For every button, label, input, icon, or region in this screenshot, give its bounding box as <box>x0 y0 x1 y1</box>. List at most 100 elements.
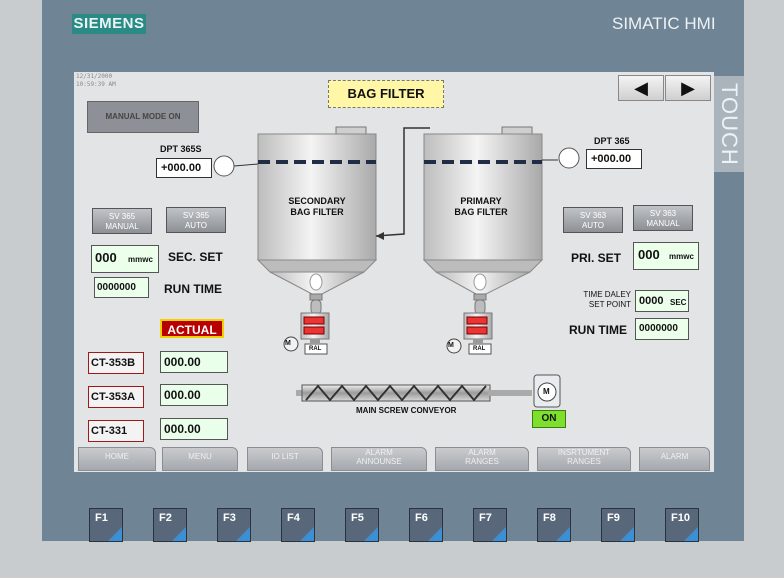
ct-331-value: 000.00 <box>160 418 228 440</box>
alarm-ranges-button[interactable]: ALARM RANGES <box>435 447 529 471</box>
dpt-365-value: +000.00 <box>586 149 642 169</box>
sv-363-auto-line2: AUTO <box>581 221 605 230</box>
date-text: 12/31/2000 <box>76 73 113 80</box>
f10-key-label: F10 <box>671 512 690 524</box>
time-delay-value: 0000 <box>639 295 664 307</box>
sv-365-auto-line2: AUTO <box>184 221 208 230</box>
primary-filter-label-line2: BAG FILTER <box>454 207 508 217</box>
secondary-filter-label-line2: BAG FILTER <box>290 207 344 217</box>
f4-key[interactable]: F4 <box>281 508 315 542</box>
dpt-365s-value: +000.00 <box>156 158 212 178</box>
conveyor-motor-icon <box>537 382 557 402</box>
pri-set-input[interactable]: 000 mmwc <box>633 242 699 270</box>
ct-353a-label: CT-353A <box>88 386 144 408</box>
sec-set-value: 000 <box>95 250 117 265</box>
home-button[interactable]: HOME <box>78 447 156 471</box>
pri-set-unit: mmwc <box>669 252 694 261</box>
pri-run-time-label: RUN TIME <box>569 323 627 337</box>
f6-key[interactable]: F6 <box>409 508 443 542</box>
menu-button-label: MENU <box>188 452 212 461</box>
pri-set-value: 000 <box>638 247 660 262</box>
alarm-ranges-line1: ALARM <box>468 448 496 457</box>
conveyor-motor-label: M <box>543 387 550 396</box>
f9-key-label: F9 <box>607 512 620 524</box>
io-list-button[interactable]: IO LIST <box>247 447 323 471</box>
f3-key-label: F3 <box>223 512 236 524</box>
time-delay-label-line1: TIME DALEY <box>583 290 631 299</box>
alarm-button-label: ALARM <box>660 452 689 461</box>
sv-363-auto-line1: SV 363 <box>579 211 607 220</box>
ct-331-label: CT-331 <box>88 420 144 442</box>
sv-365-manual-line2: MANUAL <box>105 222 139 231</box>
f10-key[interactable]: F10 <box>665 508 699 542</box>
f1-key[interactable]: F1 <box>89 508 123 542</box>
prev-screen-button[interactable]: ◀ <box>618 75 664 101</box>
f3-key[interactable]: F3 <box>217 508 251 542</box>
time-delay-input[interactable]: 0000 SEC <box>635 290 689 312</box>
primary-valve-motor-icon <box>446 338 462 354</box>
time-delay-label-line2: SET POINT <box>588 300 631 309</box>
secondary-valve-motor-icon <box>283 336 299 352</box>
sv-363-auto-button[interactable]: SV 363 AUTO <box>563 207 623 233</box>
sv-365-auto-button[interactable]: SV 365 AUTO <box>166 207 226 233</box>
instrument-ranges-line2: RANGES <box>567 457 601 466</box>
pri-run-time-value: 0000000 <box>635 318 689 340</box>
time-delay-label: TIME DALEY SET POINT <box>577 290 631 310</box>
sv-363-manual-button[interactable]: SV 363 MANUAL <box>633 205 693 231</box>
hmi-screen: 12/31/2000 10:59:39 AM MANUAL MODE ON BA… <box>74 72 714 472</box>
sec-run-time-value: 0000000 <box>94 277 149 298</box>
pri-set-label: PRI. SET <box>571 251 622 265</box>
sv-363-manual-line1: SV 363 <box>649 209 677 218</box>
secondary-filter-label: SECONDARY BAG FILTER <box>280 196 354 218</box>
sv-363-manual-line2: MANUAL <box>646 219 680 228</box>
secondary-motor-label: M <box>285 340 291 347</box>
page-title: BAG FILTER <box>328 80 444 108</box>
sv-365-auto-line1: SV 365 <box>182 211 210 220</box>
manual-mode-button[interactable]: MANUAL MODE ON <box>87 101 199 133</box>
menu-button[interactable]: MENU <box>162 447 238 471</box>
alarm-button[interactable]: ALARM <box>639 447 710 471</box>
dpt-365s-label: DPT 365S <box>160 144 202 154</box>
next-screen-button[interactable]: ▶ <box>665 75 711 101</box>
instrument-ranges-line1: INSRTUMENT <box>557 448 611 457</box>
sec-set-label: SEC. SET <box>168 250 223 264</box>
f9-key[interactable]: F9 <box>601 508 635 542</box>
datetime-display: 12/31/2000 10:59:39 AM <box>76 73 116 89</box>
f8-key-label: F8 <box>543 512 556 524</box>
sv-365-manual-line1: SV 365 <box>108 212 136 221</box>
actual-indicator: ACTUAL <box>160 319 224 338</box>
secondary-filter-label-line1: SECONDARY <box>288 196 346 206</box>
dpt-365-gauge <box>558 147 580 169</box>
ct-353b-label: CT-353B <box>88 352 144 374</box>
sec-run-time-label: RUN TIME <box>164 282 222 296</box>
f7-key[interactable]: F7 <box>473 508 507 542</box>
primary-filter-label: PRIMARY BAG FILTER <box>444 196 518 218</box>
ct-353b-value: 000.00 <box>160 351 228 373</box>
f7-key-label: F7 <box>479 512 492 524</box>
secondary-bag-filter: ▼ <box>256 126 378 355</box>
model-label: SIMATIC HMI <box>612 14 716 33</box>
alarm-announse-button[interactable]: ALARM ANNOUNSE <box>331 447 427 471</box>
conveyor-status-indicator: ON <box>532 410 566 428</box>
ct-353a-value: 000.00 <box>160 384 228 406</box>
sv-365-manual-button[interactable]: SV 365 MANUAL <box>92 208 152 234</box>
instrument-ranges-button[interactable]: INSRTUMENT RANGES <box>537 447 631 471</box>
f2-key[interactable]: F2 <box>153 508 187 542</box>
dpt-365-label: DPT 365 <box>594 136 630 146</box>
sec-set-unit: mmwc <box>128 255 153 264</box>
f8-key[interactable]: F8 <box>537 508 571 542</box>
conveyor-label: MAIN SCREW CONVEYOR <box>356 406 457 415</box>
alarm-announse-line1: ALARM <box>365 448 393 457</box>
f5-key[interactable]: F5 <box>345 508 379 542</box>
f1-key-label: F1 <box>95 512 108 524</box>
siemens-logo: SIEMENS <box>72 14 146 34</box>
primary-motor-label: M <box>448 342 454 349</box>
dpt-365s-gauge <box>213 155 235 177</box>
f5-key-label: F5 <box>351 512 364 524</box>
transfer-duct <box>375 127 430 237</box>
io-list-button-label: IO LIST <box>271 452 299 461</box>
alarm-announse-line2: ANNOUNSE <box>356 457 402 466</box>
f2-key-label: F2 <box>159 512 172 524</box>
primary-filter-label-line1: PRIMARY <box>460 196 502 206</box>
sec-set-input[interactable]: 000 mmwc <box>91 245 159 273</box>
